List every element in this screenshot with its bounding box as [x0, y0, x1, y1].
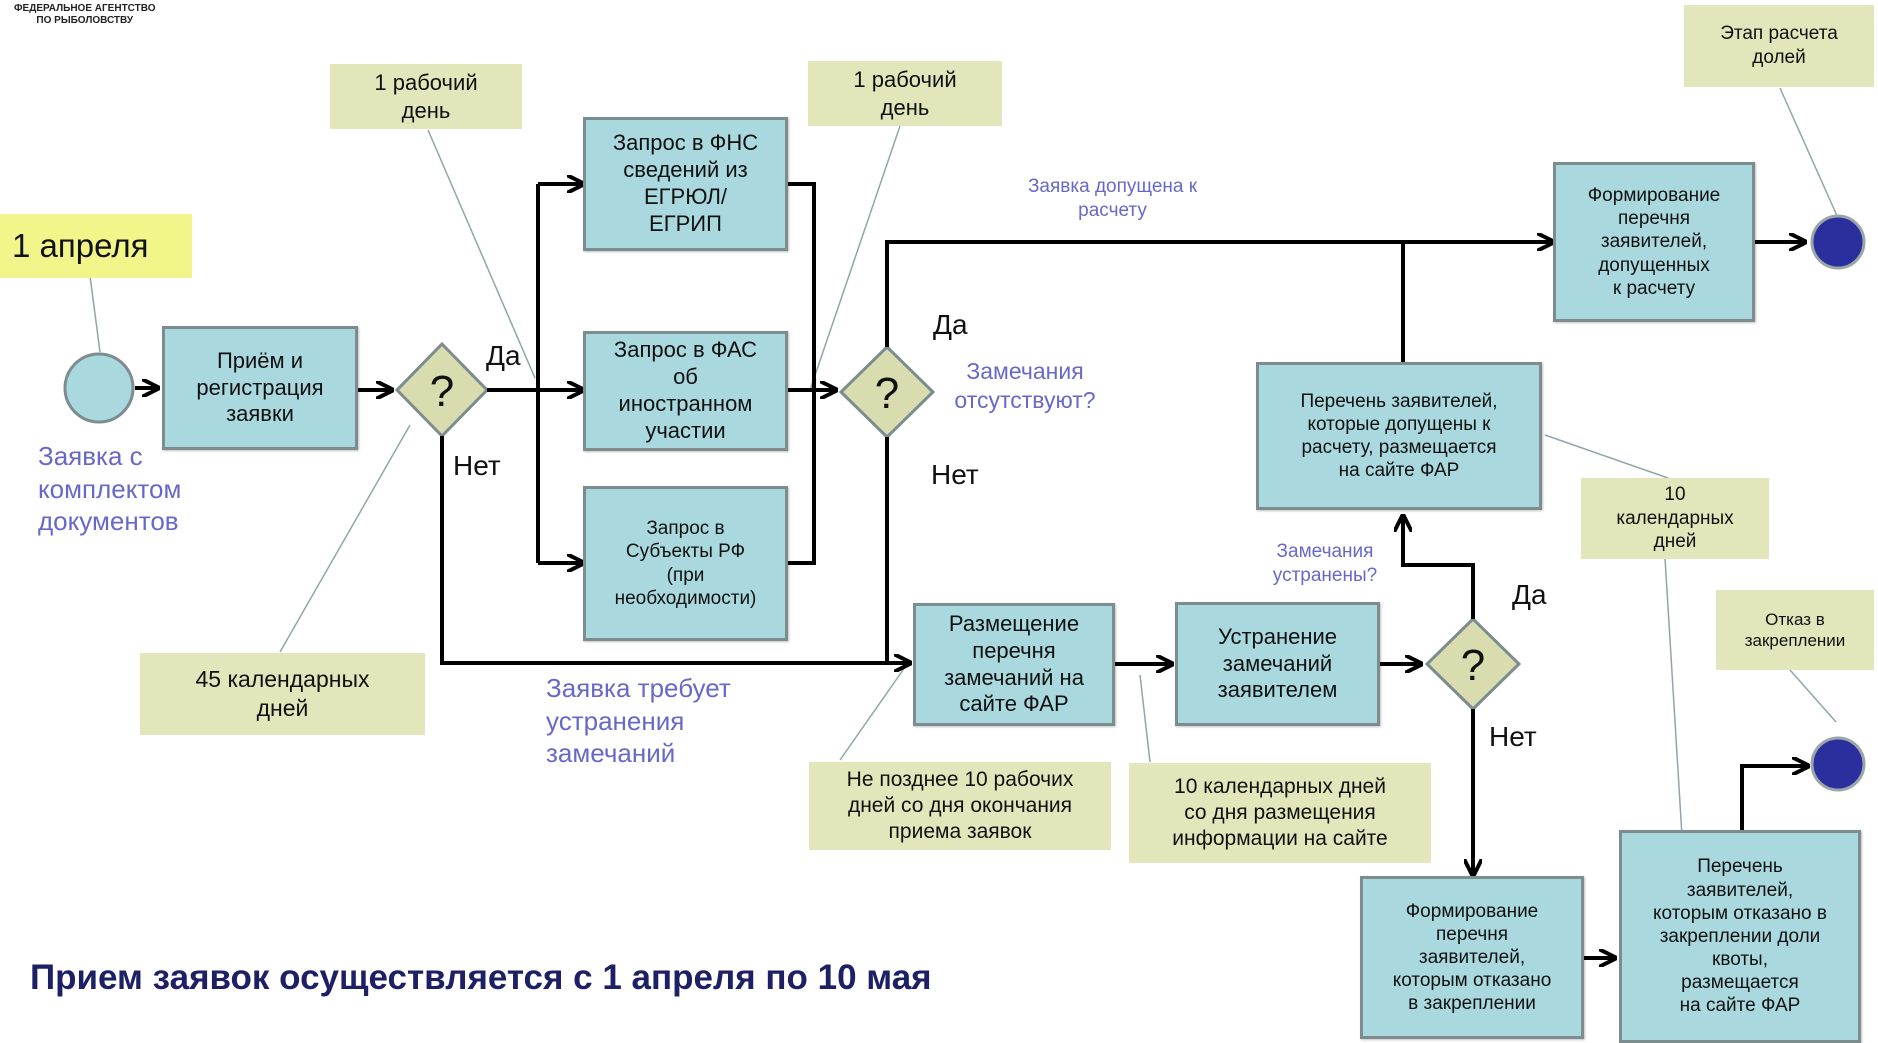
note-calc-stage-text: Этап расчета долей	[1720, 23, 1838, 68]
note-10-workdays-text: Не позднее 10 рабочих дней со дня оконча…	[846, 767, 1074, 844]
note-10-calendar-text: 10 календарных дней	[1616, 483, 1734, 553]
process-post-remarks: Размещение перечня замечаний на сайте ФА…	[913, 603, 1115, 726]
process-form-refused-text: Формирование перечня заявителей, которым…	[1392, 900, 1552, 1015]
start-event	[63, 352, 135, 424]
note-1-workday-a: 1 рабочий день	[330, 64, 522, 129]
logo-line-2: ПО РЫБОЛОВСТВУ	[36, 14, 134, 26]
remarks-fixed-label: Замечания устранены?	[1272, 541, 1378, 586]
note-45-days-text: 45 календарных дней	[195, 666, 370, 721]
note-1-workday-b: 1 рабочий день	[808, 61, 1002, 126]
note-10-calendar-site: 10 календарных дней со дня размещения ин…	[1129, 763, 1431, 863]
process-list-refused-text: Перечень заявителей, которым отказано в …	[1653, 856, 1827, 1017]
date-label: 1 апреля	[0, 214, 192, 278]
process-fns-request-text: Запрос в ФНС сведений из ЕГРЮЛ/ ЕГРИП	[612, 130, 759, 236]
end-event-refused	[1810, 736, 1866, 792]
no-label-3: Нет	[1489, 721, 1537, 752]
footer-title: Прием заявок осуществляется с 1 апреля п…	[30, 958, 932, 997]
logo-line-1: ФЕДЕРАЛЬНОЕ АГЕНТСТВО	[14, 3, 156, 14]
needs-fix-label: Заявка требует устранения замечаний	[546, 673, 731, 768]
note-45-days: 45 календарных дней	[140, 653, 425, 735]
note-refusal-text: Отказ в закреплении	[1744, 609, 1846, 650]
decision-2-mark: ?	[874, 369, 900, 418]
decision-3-mark: ?	[1460, 641, 1486, 690]
process-subjects-request: Запрос в Субъекты РФ (при необходимости)	[583, 486, 788, 641]
process-list-admitted-text: Перечень заявителей, которые допущены к …	[1300, 390, 1498, 482]
process-post-remarks-text: Размещение перечня замечаний на сайте ФА…	[944, 610, 1084, 717]
process-form-admitted-text: Формирование перечня заявителей, допущен…	[1587, 185, 1721, 299]
process-fix-remarks-text: Устранение замечаний заявителем	[1217, 623, 1338, 703]
yes-label-1: Да	[486, 340, 521, 371]
no-label-1: Нет	[453, 450, 501, 481]
note-calc-stage: Этап расчета долей	[1684, 5, 1874, 87]
note-1-workday-b-text: 1 рабочий день	[853, 67, 957, 120]
agency-logo: ФЕДЕРАЛЬНОЕ АГЕНТСТВО ПО РЫБОЛОВСТВУ	[14, 3, 156, 26]
start-event-label: Заявка с комплектом документов	[38, 441, 182, 536]
note-1-workday-a-text: 1 рабочий день	[374, 70, 478, 123]
flow-connectors	[135, 184, 1808, 958]
process-fas-request-text: Запрос в ФАС об иностранном участии	[613, 337, 758, 443]
admitted-label: Заявка допущена к расчету	[1027, 176, 1198, 221]
process-reception: Приём и регистрация заявки	[162, 326, 358, 450]
end-event-admitted	[1810, 214, 1866, 270]
decision-1-mark: ?	[429, 367, 455, 416]
process-fns-request: Запрос в ФНС сведений из ЕГРЮЛ/ ЕГРИП	[583, 117, 788, 251]
note-refusal: Отказ в закреплении	[1716, 590, 1874, 670]
process-list-refused: Перечень заявителей, которым отказано в …	[1619, 830, 1861, 1043]
note-10-calendar: 10 календарных дней	[1581, 478, 1769, 559]
no-remarks-label: Замечания отсутствуют?	[954, 358, 1096, 413]
process-reception-text: Приём и регистрация заявки	[196, 347, 324, 427]
no-label-2: Нет	[931, 459, 979, 490]
note-10-calendar-site-text: 10 календарных дней со дня размещения ин…	[1172, 774, 1388, 851]
yes-label-3: Да	[1512, 579, 1547, 610]
process-fix-remarks: Устранение замечаний заявителем	[1175, 602, 1380, 726]
process-fas-request: Запрос в ФАС об иностранном участии	[583, 331, 788, 451]
yes-label-2: Да	[933, 309, 968, 340]
process-form-refused: Формирование перечня заявителей, которым…	[1360, 876, 1584, 1039]
process-list-admitted: Перечень заявителей, которые допущены к …	[1256, 362, 1542, 510]
process-form-admitted: Формирование перечня заявителей, допущен…	[1553, 162, 1755, 322]
note-10-workdays: Не позднее 10 рабочих дней со дня оконча…	[809, 762, 1111, 850]
process-subjects-request-text: Запрос в Субъекты РФ (при необходимости)	[614, 518, 757, 609]
date-label-text: 1 апреля	[12, 227, 149, 265]
